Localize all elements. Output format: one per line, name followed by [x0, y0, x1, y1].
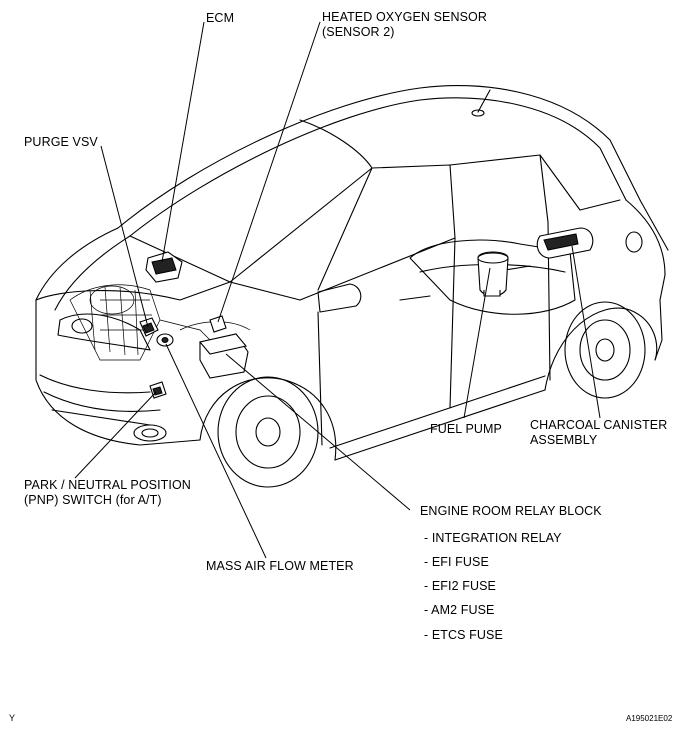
- relay-block-item: - EFI FUSE: [424, 555, 489, 569]
- label-purge-vsv: PURGE VSV: [24, 135, 98, 149]
- relay-block-item: - ETCS FUSE: [424, 628, 503, 642]
- purge-vsv-component: [139, 317, 159, 337]
- leader-pnp-switch: [74, 391, 157, 479]
- label-ecm: ECM: [206, 11, 235, 25]
- leader-ecm: [161, 21, 205, 263]
- leader-charcoal-canister: [571, 245, 601, 419]
- leader-fuel-pump: [463, 267, 491, 419]
- label-pnp-switch-line2: (PNP) SWITCH (for A/T): [24, 493, 162, 507]
- label-mass-air-flow-meter: MASS AIR FLOW METER: [206, 559, 354, 573]
- leader-heated-oxygen-sensor: [217, 21, 321, 323]
- mass-air-flow-meter-component: [156, 333, 174, 347]
- leader-engine-room-relay-block: [225, 353, 411, 511]
- charcoal-canister-component: [536, 227, 594, 259]
- label-fuel-pump: FUEL PUMP: [430, 422, 502, 436]
- relay-block-item: - EFI2 FUSE: [424, 579, 496, 593]
- label-heated-oxygen-sensor-line1: HEATED OXYGEN SENSOR: [322, 10, 487, 24]
- leader-lines: [74, 21, 601, 559]
- engine-room-relay-block-component: [198, 333, 249, 379]
- label-charcoal-canister-line1: CHARCOAL CANISTER: [530, 418, 668, 432]
- figure-code: A195021E02: [626, 714, 673, 723]
- label-pnp-switch-line1: PARK / NEUTRAL POSITION: [24, 478, 191, 492]
- heated-oxygen-sensor-component: [209, 315, 227, 333]
- car-body-outline: [35, 84, 669, 488]
- label-charcoal-canister-line2: ASSEMBLY: [530, 433, 598, 447]
- relay-block-item: - AM2 FUSE: [424, 603, 495, 617]
- label-engine-room-relay-block: ENGINE ROOM RELAY BLOCK: [420, 504, 602, 518]
- corner-mark: Y: [9, 713, 16, 723]
- leader-purge-vsv: [100, 145, 149, 328]
- relay-block-item: - INTEGRATION RELAY: [424, 531, 562, 545]
- leader-mass-air-flow-meter: [165, 343, 267, 559]
- fuel-pump-component: [477, 251, 509, 297]
- label-heated-oxygen-sensor-line2: (SENSOR 2): [322, 25, 395, 39]
- ecm-component: [145, 251, 183, 283]
